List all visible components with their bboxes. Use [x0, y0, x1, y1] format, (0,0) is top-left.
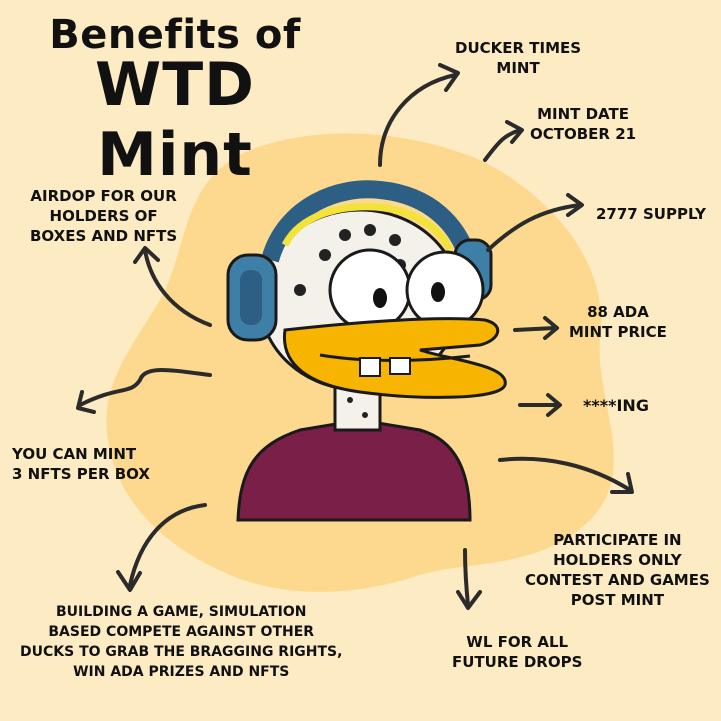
title-line-2: WTD Mint	[95, 50, 255, 190]
label-price: 88 ADA MINT PRICE	[569, 303, 667, 341]
label-ing: ****ING	[583, 396, 649, 415]
left-eye	[328, 248, 412, 332]
right-eye	[405, 250, 485, 330]
title-line-1: Benefits of	[49, 12, 301, 58]
label-mint-date: MINT DATE OCTOBER 21	[530, 105, 637, 143]
label-supply: 2777 SUPPLY	[596, 205, 707, 223]
label-contest: PARTICIPATE IN HOLDERS ONLY CONTEST AND …	[525, 531, 710, 609]
label-game: BUILDING A GAME, SIMULATION BASED COMPET…	[20, 604, 343, 680]
shirt-shape	[236, 418, 472, 522]
label-mint-per-box: YOU CAN MINT 3 NFTS PER BOX	[12, 445, 150, 483]
label-airdrop: AIRDOP FOR OUR HOLDERS OF BOXES AND NFTS	[30, 187, 178, 245]
label-ducker-times: DUCKER TIMES MINT	[455, 39, 582, 77]
headphone-band	[261, 180, 479, 268]
label-wl: WL FOR ALL FUTURE DROPS	[452, 633, 583, 671]
